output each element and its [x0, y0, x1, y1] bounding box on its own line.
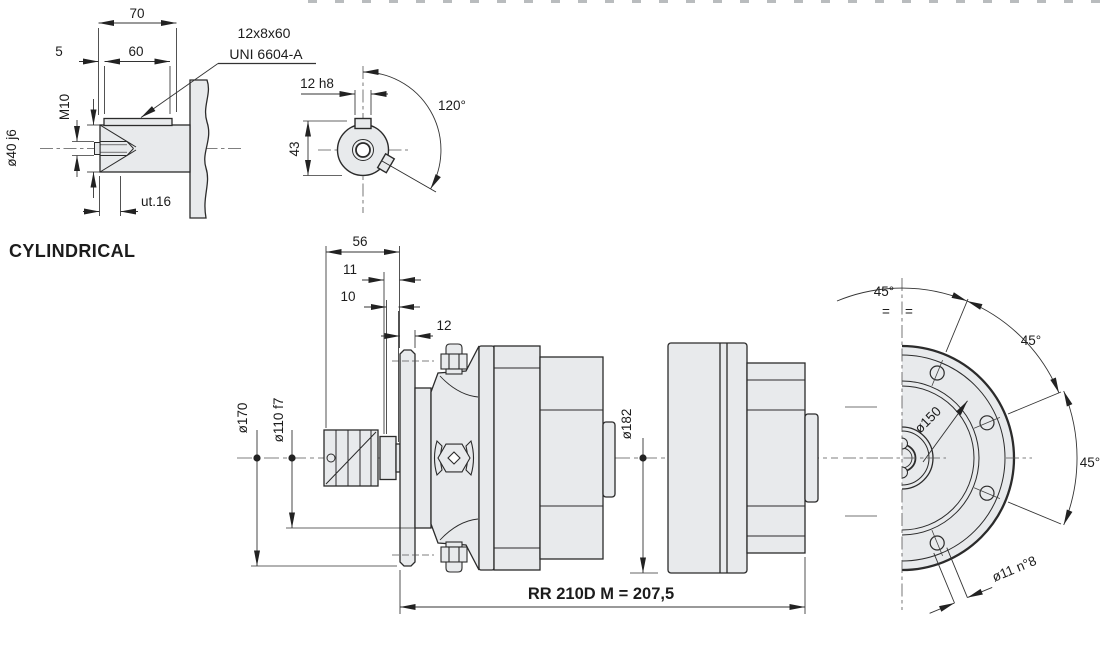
register-ring-outer: [901, 380, 980, 536]
dim-120-label: 120°: [438, 98, 466, 113]
dim-5-label: 5: [55, 44, 63, 59]
equal-mark-left: =: [882, 304, 890, 319]
keyway-radial-line: [381, 160, 437, 193]
housing-detail-curve-bottom: [439, 518, 479, 541]
hub-rear: [804, 413, 819, 503]
dim-d110-node: [288, 454, 296, 462]
angle-arc-right: [1063, 390, 1078, 526]
dim-total-label: RR 210D M = 207,5: [528, 585, 674, 603]
dim-12h8-label: 12 h8: [300, 76, 334, 91]
bore-circle: [355, 142, 371, 158]
shaft-body: [99, 124, 191, 173]
angle-120-arc: [362, 69, 442, 190]
mounting-flange: [399, 349, 416, 567]
m10-threaded-hole: [94, 141, 134, 156]
bolt-circle-leader: [922, 400, 968, 463]
angle-dimension-lines: [836, 287, 1078, 526]
section-title: CYLINDRICAL: [9, 241, 135, 261]
port-hole-lower: [902, 466, 908, 479]
mounting-flange-broken-section: [189, 79, 210, 219]
flange-rim-circle: [901, 354, 1006, 562]
shaft-end-chamfer: [99, 124, 137, 173]
splined-shaft: [323, 429, 401, 487]
key-size-label: 12x8x60: [238, 25, 291, 41]
angle-arc-top: [836, 287, 968, 302]
bolt-hole-centerlines: [845, 359, 1001, 557]
dim-d110-label: ø110 f7: [271, 398, 286, 443]
key-view-dimension-lines: [301, 69, 442, 190]
center-hex-port: [433, 439, 475, 477]
dim-bolt-holes-label: ø11 n°8: [990, 553, 1039, 585]
dim-12-label: 12: [436, 318, 451, 333]
housing-detail-curve-top: [439, 375, 479, 398]
shaft-center-hole: [326, 453, 336, 463]
register-ring-inner: [901, 385, 975, 531]
dim-ut16-label: ut.16: [141, 194, 171, 209]
dim-d182-label: ø182: [619, 409, 634, 440]
shaft-collar: [379, 435, 397, 481]
flange-face-half: [902, 346, 1014, 570]
rear-flange-view: 45° = = 45° 45° ø150 ø11 n°8: [836, 278, 1100, 614]
shaft-dimension-lines: [74, 19, 316, 215]
dim-56-label: 56: [352, 234, 367, 249]
side-view-extension-lines: [251, 246, 806, 614]
angle-arc-upper-right: [966, 300, 1060, 394]
dim-60-label: 60: [128, 44, 143, 59]
dim-45-upper-right-label: 45°: [1021, 333, 1041, 348]
wheel-drum-front: [478, 345, 616, 571]
port-hole-upper: [902, 437, 908, 450]
pilot-spigot: [414, 387, 432, 529]
dim-shaft-diameter-label: ø40 j6: [4, 129, 19, 167]
rear-view-centerlines: [843, 278, 1032, 610]
shaft-extension-lines: [72, 28, 177, 216]
dim-11-label: 11: [343, 262, 357, 277]
face-slot: [94, 142, 101, 155]
dim-45-right-label: 45°: [1080, 455, 1100, 470]
keyway-top: [354, 117, 372, 130]
dim-d170-node: [253, 454, 261, 462]
hub-front: [602, 421, 616, 498]
motor-side-view: 56 11 10 12 ø170 ø110 f7 ø182 RR 210D M …: [235, 234, 838, 614]
dim-70-label: 70: [129, 6, 144, 21]
dim-d182-node: [639, 454, 647, 462]
wheel-drum-rear: [667, 342, 819, 574]
dim-m10-label: M10: [57, 94, 72, 120]
dim-d170-label: ø170: [235, 403, 250, 434]
dim-45-top-label: 45°: [874, 284, 894, 299]
key-leader-line: [140, 63, 219, 118]
key-standard-label: UNI 6604-A: [229, 46, 303, 62]
dim-43-label: 43: [287, 141, 302, 156]
top-plug: [440, 343, 468, 375]
hex-square-socket: [447, 451, 461, 465]
bottom-plug: [440, 541, 468, 573]
dim-10-label: 10: [340, 289, 355, 304]
shaft-key: [103, 117, 173, 127]
key-section-view: 12 h8 43 120°: [287, 66, 466, 213]
equal-mark-right: =: [905, 304, 913, 319]
bolt-hole-dimension: [929, 547, 993, 614]
shaft-detail-view: 70 5 60 M10 ø40 j6 ut.16 12x8x60 UNI 660…: [4, 6, 316, 219]
